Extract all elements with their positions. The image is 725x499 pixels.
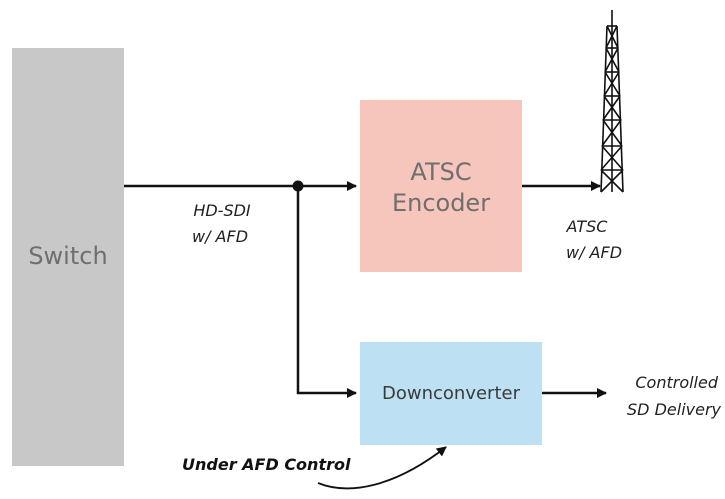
atsc-encoder-block: ATSC Encoder (360, 100, 522, 272)
atsc-output-label-line1: ATSC (566, 217, 609, 236)
atsc-output-label-line2: w/ AFD (566, 243, 622, 262)
downconverter-block: Downconverter (360, 342, 542, 445)
hd-sdi-label-line2: w/ AFD (192, 227, 248, 246)
downconverter-label: Downconverter (382, 383, 521, 404)
atsc-encoder-label-line1: ATSC (410, 158, 471, 186)
atsc-encoder-box (360, 100, 522, 272)
downconverter-box (360, 342, 542, 445)
switch-block: Switch (12, 48, 124, 466)
sd-output-label-line1: Controlled (635, 373, 718, 392)
atsc-encoder-label-line2: Encoder (392, 189, 490, 217)
branch-line (296, 186, 357, 398)
sd-output-label-line2: SD Delivery (627, 400, 722, 419)
switch-label: Switch (28, 242, 107, 270)
afd-control-arrow (317, 446, 447, 490)
afd-control-annotation: Under AFD Control (182, 455, 351, 474)
hd-sdi-label-line1: HD-SDI (193, 201, 251, 220)
switch-box (12, 48, 124, 466)
transmission-tower-icon (600, 10, 624, 193)
